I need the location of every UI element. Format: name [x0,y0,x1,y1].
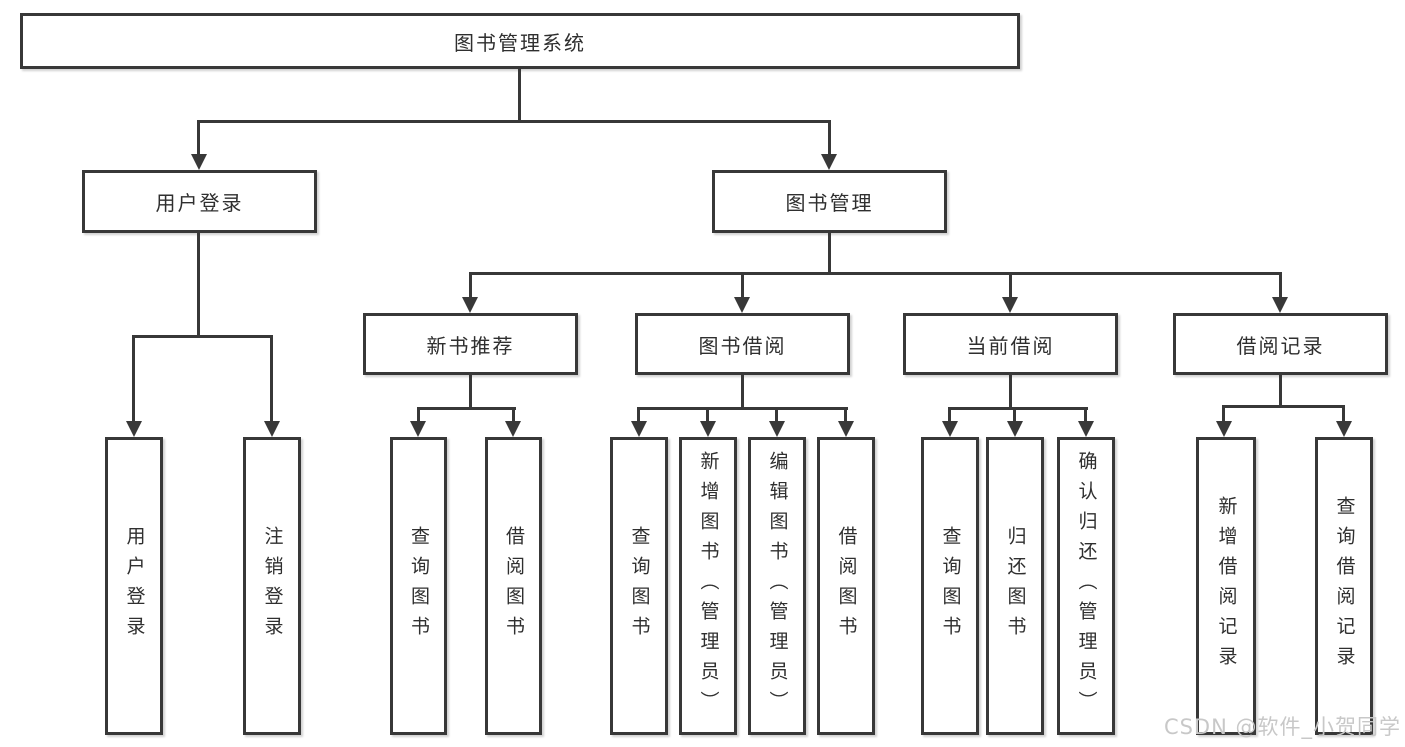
leaf-query-borrow-record-label: 查询借阅记录 [1333,496,1356,676]
arrow-down-icon [700,421,716,437]
node-new-book-recommend-label: 新书推荐 [426,333,515,358]
leaf-edit-book-admin-label: 编辑图书（管理员） [766,451,789,721]
arrow-down-icon [264,421,280,437]
connector-line [1222,405,1225,423]
leaf-borrow-books-recommend: 借阅图书 [485,437,542,735]
connector-line [512,407,515,423]
arrow-down-icon [1216,421,1232,437]
arrow-down-icon [505,421,521,437]
connector-line [417,407,516,410]
arrow-down-icon [1078,421,1094,437]
connector-line [741,375,744,407]
connector-line [270,335,273,423]
arrow-down-icon [1336,421,1352,437]
node-user-login-label: 用户登录 [155,191,244,215]
arrow-down-icon [631,421,647,437]
leaf-query-books-borrow: 查询图书 [610,437,668,735]
connector-line [828,233,831,274]
leaf-borrow-books-recommend-label: 借阅图书 [503,526,525,646]
leaf-query-books-recommend: 查询图书 [390,437,447,735]
connector-line [469,272,1282,275]
leaf-query-books-recommend-label: 查询图书 [408,526,430,646]
connector-line [706,407,709,423]
leaf-add-borrow-record: 新增借阅记录 [1196,437,1256,735]
connector-line [197,120,831,123]
connector-line [1279,375,1282,405]
connector-line [637,407,640,423]
leaf-query-books-current-label: 查询图书 [939,526,962,646]
leaf-query-books-current: 查询图书 [921,437,979,735]
arrow-down-icon [769,421,785,437]
connector-line [844,407,847,423]
arrow-down-icon [191,154,207,170]
watermark-text: CSDN @软件_小贺同学 [1163,715,1401,739]
arrow-down-icon [1007,421,1023,437]
connector-line [469,375,472,407]
node-book-management-label: 图书管理 [785,191,874,215]
leaf-user-login-label: 用户登录 [123,526,146,646]
connector-line [1222,405,1345,408]
connector-line [1009,272,1012,299]
arrow-down-icon [126,421,142,437]
connector-line [197,233,200,337]
leaf-confirm-return-admin: 确认归还（管理员） [1057,437,1115,735]
leaf-return-book-label: 归还图书 [1004,526,1027,646]
node-book-borrow: 图书借阅 [635,313,850,375]
arrow-down-icon [1002,297,1018,313]
arrow-down-icon [462,297,478,313]
connector-line [518,69,521,121]
connector-line [948,407,951,423]
leaf-logout: 注销登录 [243,437,301,735]
connector-line [741,272,744,299]
leaf-user-login: 用户登录 [105,437,163,735]
connector-line [417,407,420,423]
node-user-login: 用户登录 [82,170,317,233]
leaf-add-book-admin: 新增图书（管理员） [679,437,737,735]
leaf-add-borrow-record-label: 新增借阅记录 [1215,496,1238,676]
node-book-borrow-label: 图书借阅 [698,333,787,358]
connector-line [775,407,778,423]
node-current-borrow-label: 当前借阅 [966,333,1055,358]
leaf-borrow-books-label: 借阅图书 [835,526,858,646]
connector-line [132,335,273,338]
leaf-return-book: 归还图书 [986,437,1044,735]
connector-line [1279,272,1282,299]
arrow-down-icon [734,297,750,313]
connector-line [1084,407,1087,423]
node-root-label: 图书管理系统 [454,30,586,55]
node-new-book-recommend: 新书推荐 [363,313,578,375]
leaf-logout-label: 注销登录 [261,526,284,646]
arrow-down-icon [410,421,426,437]
arrow-down-icon [838,421,854,437]
connector-line [132,335,135,423]
connector-line [469,272,472,299]
node-root: 图书管理系统 [20,13,1020,69]
node-book-management: 图书管理 [712,170,947,233]
arrow-down-icon [1272,297,1288,313]
node-borrow-records: 借阅记录 [1173,313,1388,375]
connector-line [637,407,848,410]
leaf-add-book-admin-label: 新增图书（管理员） [697,451,720,721]
connector-line [828,120,831,156]
node-borrow-records-label: 借阅记录 [1236,333,1325,358]
node-current-borrow: 当前借阅 [903,313,1118,375]
leaf-confirm-return-admin-label: 确认归还（管理员） [1075,451,1098,721]
connector-line [1009,375,1012,407]
leaf-borrow-books: 借阅图书 [817,437,875,735]
leaf-query-borrow-record: 查询借阅记录 [1315,437,1373,735]
leaf-query-books-borrow-label: 查询图书 [628,526,651,646]
connector-line [197,120,200,156]
arrow-down-icon [942,421,958,437]
connector-line [948,407,1088,410]
leaf-edit-book-admin: 编辑图书（管理员） [748,437,806,735]
connector-line [1342,405,1345,423]
connector-line [1013,407,1016,423]
arrow-down-icon [821,154,837,170]
